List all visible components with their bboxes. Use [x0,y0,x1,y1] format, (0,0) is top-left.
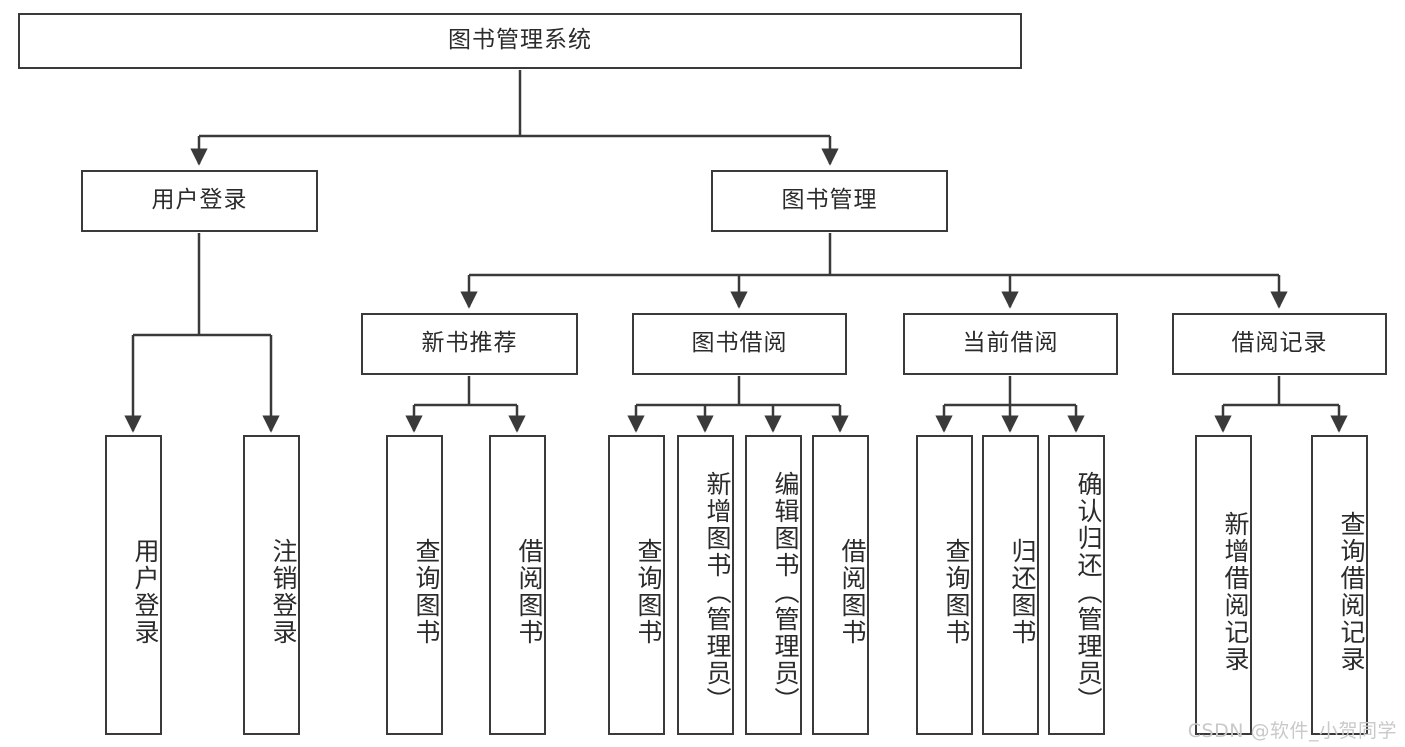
leaf-current-borrow-return-book[interactable]: 归还图书 [982,435,1039,735]
node-label: 图书借阅 [691,330,788,357]
leaf-borrow-record-query-record[interactable]: 查询借阅记录 [1311,435,1368,735]
node-new-book-recommend[interactable]: 新书推荐 [361,313,578,375]
leaf-new-book-query-book[interactable]: 查询图书 [386,435,443,735]
node-label: 新书推荐 [421,330,518,357]
leaf-book-borrow-edit-book-admin[interactable]: 编辑图书（管理员） [745,435,802,735]
node-label: 新增借阅记录 [1221,511,1250,673]
node-current-borrow[interactable]: 当前借阅 [903,313,1118,375]
node-label: 当前借阅 [962,330,1059,357]
node-label: 用户登录 [151,187,248,214]
node-label: 借阅图书 [515,538,544,646]
leaf-current-borrow-confirm-return-admin[interactable]: 确认归还（管理员） [1048,435,1105,735]
node-label: 编辑图书（管理员） [771,470,800,714]
leaf-user-login-logout[interactable]: 注销登录 [243,435,300,735]
node-label: 新增图书（管理员） [703,470,732,714]
node-label: 用户登录 [131,538,160,646]
node-label: 查询图书 [942,538,971,646]
node-label: 确认归还（管理员） [1074,470,1103,714]
leaf-book-borrow-add-book-admin[interactable]: 新增图书（管理员） [677,435,734,735]
leaf-book-borrow-query-book[interactable]: 查询图书 [608,435,665,735]
node-label: 借阅记录 [1231,330,1328,357]
leaf-borrow-record-add-record[interactable]: 新增借阅记录 [1195,435,1252,735]
leaf-book-borrow-borrow-book[interactable]: 借阅图书 [812,435,869,735]
node-user-login[interactable]: 用户登录 [81,170,318,232]
leaf-current-borrow-query-book[interactable]: 查询图书 [916,435,973,735]
node-borrow-record[interactable]: 借阅记录 [1172,313,1387,375]
leaf-user-login-login[interactable]: 用户登录 [105,435,162,735]
node-label: 查询借阅记录 [1337,511,1366,673]
node-book-borrow[interactable]: 图书借阅 [632,313,847,375]
node-label: 图书管理系统 [448,27,592,54]
node-label: 图书管理 [781,187,878,214]
leaf-new-book-borrow-book[interactable]: 借阅图书 [489,435,546,735]
node-label: 查询图书 [412,538,441,646]
node-label: 查询图书 [634,538,663,646]
node-label: 借阅图书 [838,538,867,646]
node-root-book-management-system[interactable]: 图书管理系统 [18,13,1022,69]
node-label: 注销登录 [269,538,298,646]
watermark-text: CSDN @软件_小贺同学 [1187,720,1397,742]
node-book-management[interactable]: 图书管理 [711,170,948,232]
node-label: 归还图书 [1008,538,1037,646]
